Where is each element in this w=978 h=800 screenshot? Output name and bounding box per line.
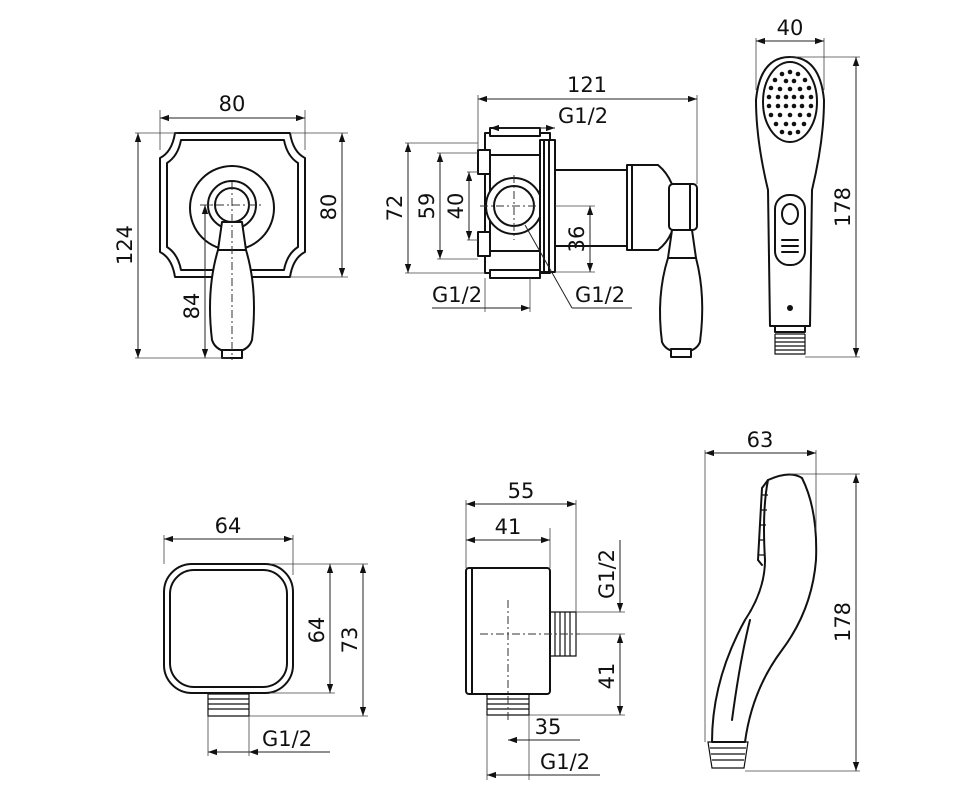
dim-label-35: 35	[535, 715, 562, 739]
mixer-front-plate-inner	[166, 139, 299, 271]
dim-label-g12-side: G1/2	[595, 549, 619, 599]
dim-label-g12-bottom-right: G1/2	[575, 283, 625, 307]
mixer-side-lever-neck	[667, 229, 697, 259]
dim-label-g12-bottom-left: G1/2	[432, 283, 482, 307]
shower-front-button	[781, 203, 799, 225]
dim-label-41-horizontal: 41	[495, 515, 522, 539]
shower-front-button-panel	[774, 194, 806, 266]
dim-label-80-width: 80	[219, 92, 246, 116]
shower-front-hole	[787, 305, 793, 311]
mixer-side-rib-top	[477, 149, 491, 175]
dim-label-g12-bottom: G1/2	[540, 750, 590, 774]
dim-label-55: 55	[508, 479, 535, 503]
outlet-front-thread	[207, 693, 250, 717]
dim-label-84: 84	[180, 293, 204, 320]
mixer-side-cap	[668, 183, 698, 231]
outlet-side-view: 55 41 G1/2 41 35 G1/2	[465, 479, 625, 780]
shower-front-nozzles	[766, 69, 814, 136]
outlet-front-body-inner	[169, 569, 288, 688]
dim-label-59: 59	[415, 193, 439, 220]
dim-label-64-width: 64	[215, 514, 242, 538]
shower-side-grip	[731, 619, 751, 721]
dim-label-40-shower: 40	[777, 16, 804, 40]
outlet-front-view: 64 64 73 G1/2	[163, 514, 368, 756]
dim-label-178-front: 178	[831, 187, 855, 227]
dim-label-41-vertical: 41	[595, 663, 619, 690]
mixer-side-lever-tip	[670, 348, 692, 358]
dim-label-121: 121	[567, 73, 607, 97]
shower-front-face	[762, 61, 818, 143]
mixer-side-bottom-connector	[489, 269, 541, 279]
mixer-front-view: 80 80 124 84	[113, 92, 348, 360]
dim-label-36: 36	[565, 226, 589, 253]
dim-label-124: 124	[113, 225, 137, 265]
rect	[774, 325, 806, 333]
outlet-front-body	[163, 563, 294, 694]
dim-label-g12-top: G1/2	[558, 104, 608, 128]
shower-front-body	[755, 56, 825, 327]
shower-side-face-ribs	[758, 494, 768, 556]
dim-leader-g12-bottom-right	[524, 224, 573, 309]
mixer-side-view: 121 G1/2 72 59 40 36 G1/2 G1/2	[383, 73, 704, 358]
shower-front-thread	[774, 333, 806, 355]
dim-label-63: 63	[747, 428, 774, 452]
shower-side-view: 63 178	[704, 428, 860, 772]
mixer-side-rib-bottom	[477, 231, 491, 257]
shower-front-view: 40 178	[755, 16, 860, 358]
dim-label-64-height: 64	[305, 617, 329, 644]
shower-side-thread	[707, 741, 749, 769]
shower-side-face	[757, 479, 769, 566]
dim-label-178-side: 178	[831, 602, 855, 642]
dim-label-73: 73	[338, 627, 362, 654]
dim-label-72: 72	[383, 195, 407, 222]
dim-label-40: 40	[444, 193, 468, 220]
mixer-side-lever	[659, 257, 704, 353]
dim-label-80-height: 80	[317, 194, 341, 221]
mixer-side-top-connector	[489, 127, 541, 137]
mixer-side-wall-plate	[539, 139, 556, 273]
dim-label-g12-outlet: G1/2	[262, 727, 312, 751]
shower-side-body	[711, 473, 818, 743]
